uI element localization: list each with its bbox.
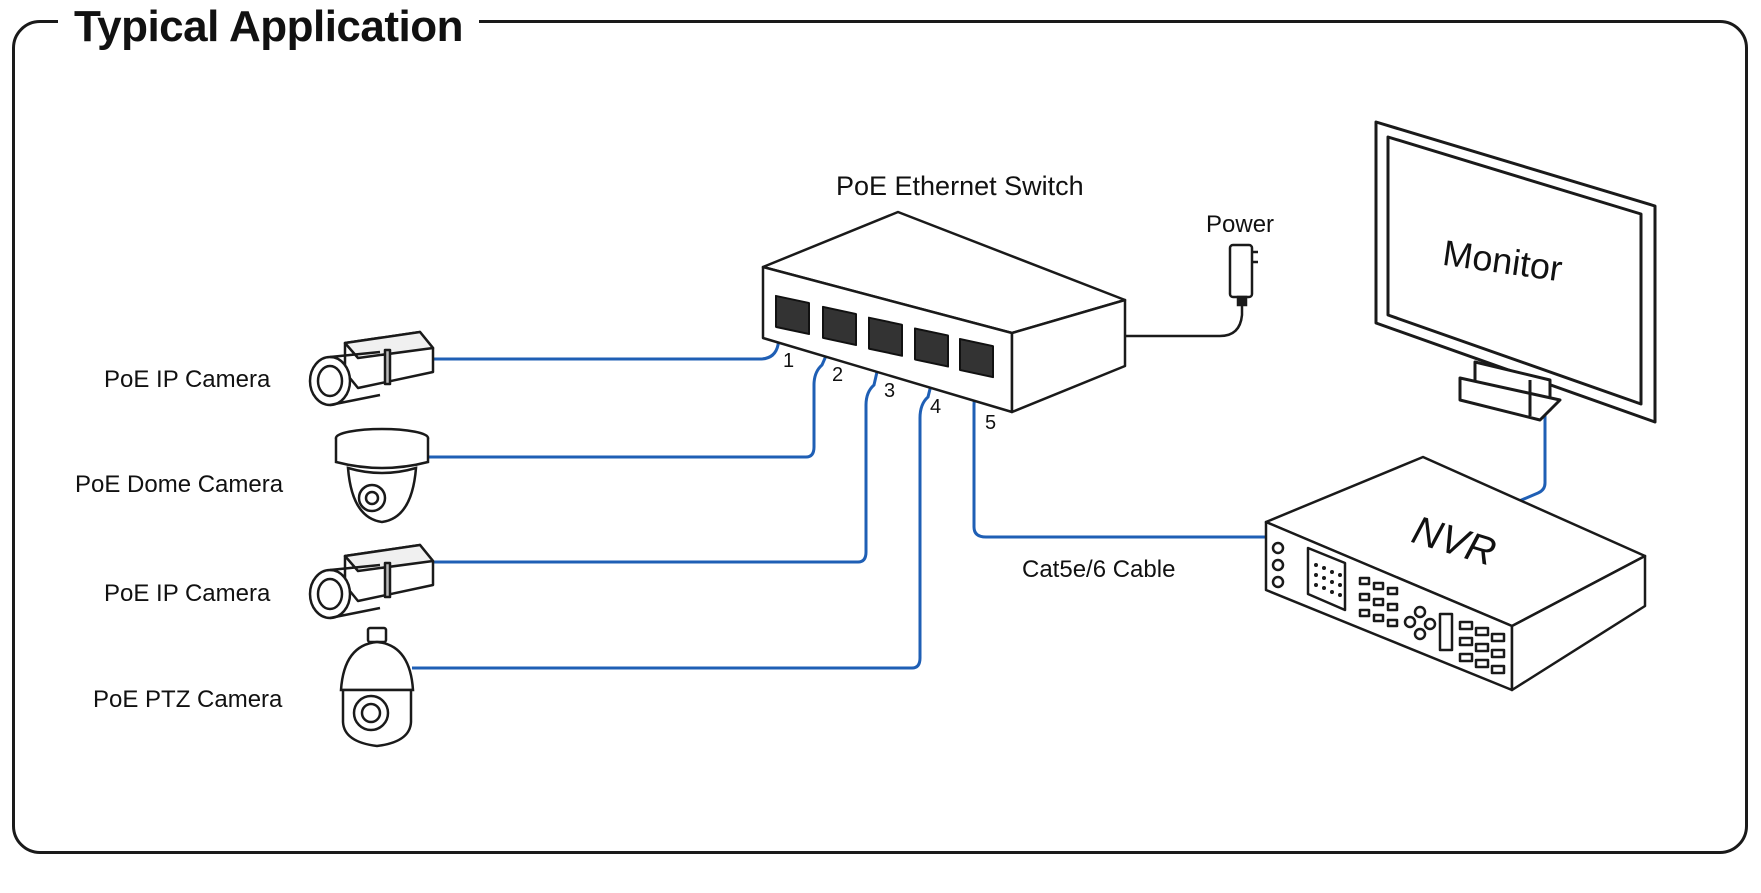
port-number-2: 2 bbox=[832, 364, 844, 386]
power-label: Power bbox=[1206, 211, 1275, 238]
port-number-1: 1 bbox=[783, 350, 795, 372]
cable-port-2 bbox=[428, 339, 835, 459]
switch-port-5 bbox=[959, 338, 994, 379]
port-number-3: 3 bbox=[884, 380, 896, 402]
cable-port-1 bbox=[388, 314, 784, 361]
ip-camera-icon-2 bbox=[308, 543, 435, 620]
port-number-5: 5 bbox=[985, 412, 997, 434]
cable-port-4 bbox=[412, 364, 938, 670]
poe-switch bbox=[761, 210, 1127, 414]
cable-nvr-to-monitor bbox=[1457, 397, 1547, 529]
switch-port-4 bbox=[914, 327, 949, 368]
camera-label-4: PoE PTZ Camera bbox=[93, 686, 283, 713]
cable-port-3 bbox=[388, 349, 884, 564]
switch-port-1 bbox=[775, 294, 810, 335]
monitor bbox=[1374, 120, 1657, 424]
diagram-frame bbox=[12, 20, 1748, 854]
nvr-device bbox=[1264, 455, 1647, 692]
dome-camera-icon bbox=[334, 427, 430, 524]
ptz-camera-icon bbox=[339, 626, 415, 748]
switch-label: PoE Ethernet Switch bbox=[836, 171, 1084, 201]
port-number-4: 4 bbox=[930, 396, 942, 418]
cable-label: Cat5e/6 Cable bbox=[1022, 556, 1176, 583]
camera-label-1: PoE IP Camera bbox=[104, 366, 271, 393]
camera-label-2: PoE Dome Camera bbox=[75, 471, 284, 498]
ip-camera-icon-1 bbox=[308, 330, 435, 407]
poe-cables bbox=[388, 314, 1547, 670]
diagram-title: Typical Application bbox=[58, 0, 479, 54]
camera-label-3: PoE IP Camera bbox=[104, 580, 271, 607]
power-adapter bbox=[1125, 243, 1258, 338]
switch-port-3 bbox=[868, 316, 903, 357]
switch-port-2 bbox=[822, 305, 857, 346]
